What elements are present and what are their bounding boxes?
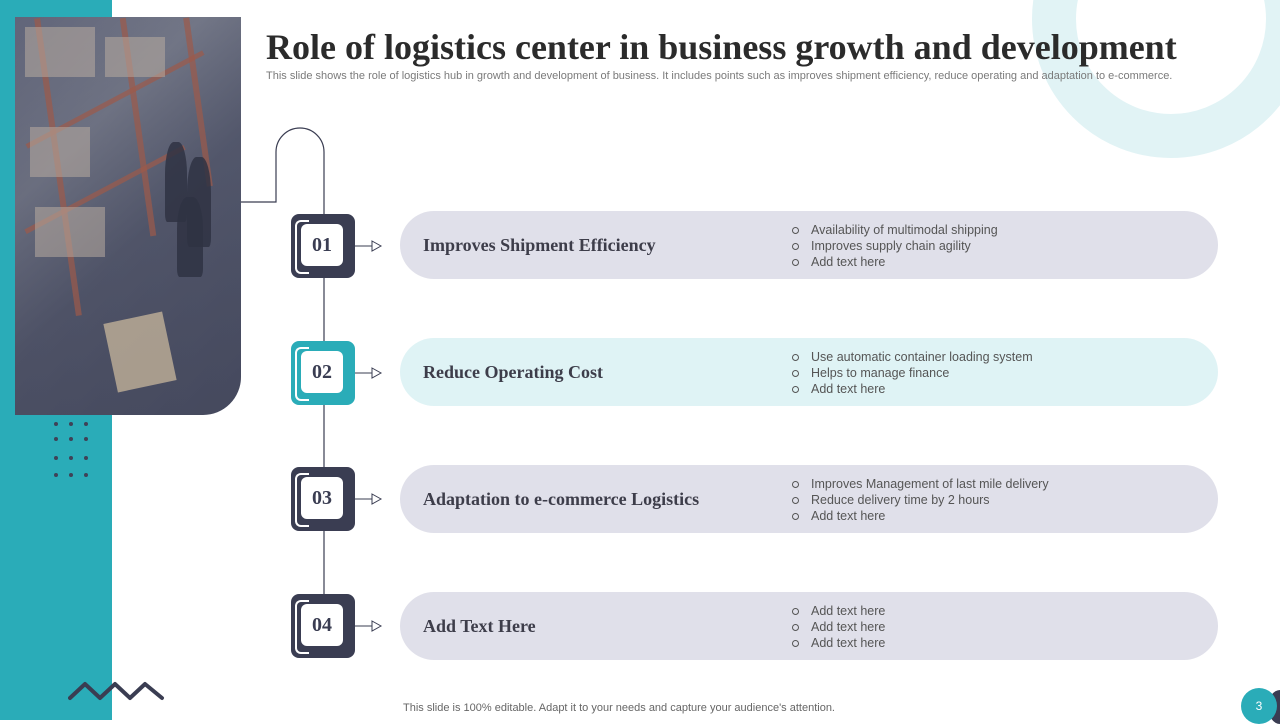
step-number-4: 04 [301,604,343,646]
bullet-item: Reduce delivery time by 2 hours [792,492,1049,508]
bullet-item: Helps to manage finance [792,365,1033,381]
bullet-item: Improves supply chain agility [792,238,998,254]
step-card-1: Improves Shipment Efficiency Availabilit… [400,211,1218,279]
step-bullets-3: Improves Management of last mile deliver… [792,476,1049,524]
bullet-item: Availability of multimodal shipping [792,222,998,238]
bullet-item: Use automatic container loading system [792,349,1033,365]
bullet-item: Add text here [792,508,1049,524]
step-heading-3: Adaptation to e-commerce Logistics [423,488,700,509]
step-number-box-4: 04 [291,594,355,658]
bullet-item: Add text here [792,619,885,635]
step-number-1: 01 [301,224,343,266]
arrow-right-icon [355,367,383,379]
step-card-2: Reduce Operating Cost Use automatic cont… [400,338,1218,406]
step-heading-1: Improves Shipment Efficiency [423,234,656,255]
footer-note: This slide is 100% editable. Adapt it to… [403,702,835,714]
step-bullets-1: Availability of multimodal shipping Impr… [792,222,998,270]
step-heading-2: Reduce Operating Cost [423,361,603,382]
bullet-item: Add text here [792,381,1033,397]
step-bullets-4: Add text here Add text here Add text her… [792,603,885,651]
arrow-right-icon [355,240,383,252]
arrow-right-icon [355,620,383,632]
arrow-right-icon [355,493,383,505]
step-number-2: 02 [301,351,343,393]
step-card-4: Add Text Here Add text here Add text her… [400,592,1218,660]
bullet-item: Improves Management of last mile deliver… [792,476,1049,492]
step-card-3: Adaptation to e-commerce Logistics Impro… [400,465,1218,533]
step-bullets-2: Use automatic container loading system H… [792,349,1033,397]
bullet-item: Add text here [792,635,885,651]
page-subtitle: This slide shows the role of logistics h… [266,70,1173,82]
step-number-box-1: 01 [291,214,355,278]
zigzag-decoration [68,682,164,700]
step-number-box-2: 02 [291,341,355,405]
step-number-box-3: 03 [291,467,355,531]
page-title: Role of logistics center in business gro… [266,27,1177,67]
bullet-item: Add text here [792,254,998,270]
step-heading-4: Add Text Here [423,615,536,636]
page-number: 3 [1241,688,1277,724]
step-number-3: 03 [301,477,343,519]
warehouse-photo [15,17,241,415]
bullet-item: Add text here [792,603,885,619]
